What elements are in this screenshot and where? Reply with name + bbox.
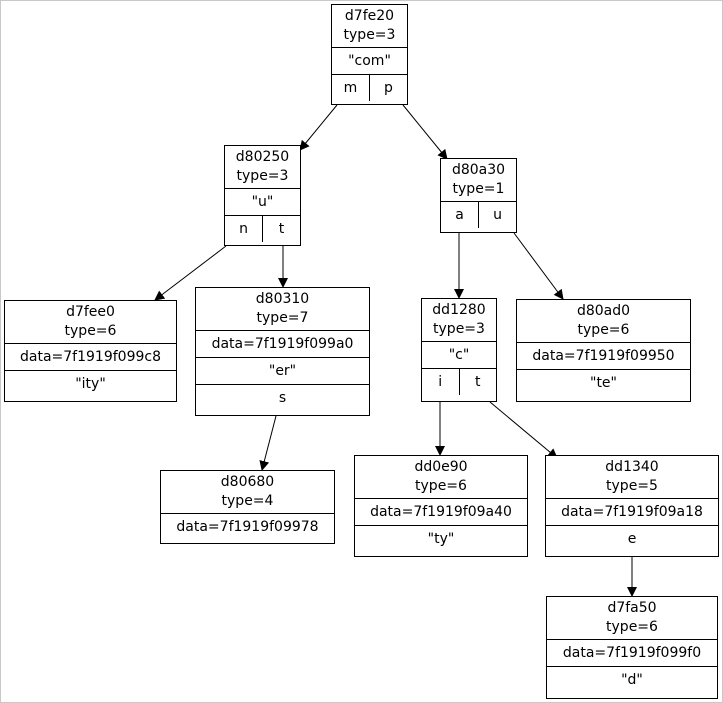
- node-data: data=7f1919f099a0: [196, 330, 369, 357]
- child-pointers: a u: [441, 201, 516, 228]
- node-id: d7fe20: [344, 8, 395, 24]
- node-key: "ty": [355, 525, 527, 552]
- child-pointers: n t: [225, 215, 300, 242]
- node-d7fe20: d7fe20 type=3 "com" m p: [331, 4, 408, 105]
- child-label: s: [196, 384, 369, 411]
- node-key: "d": [547, 666, 717, 693]
- child-label: t: [262, 216, 300, 242]
- node-id: dd1340: [605, 459, 659, 475]
- node-key: "ity": [5, 370, 176, 397]
- edge-root-to-d80250: [299, 104, 338, 151]
- node-id: d80680: [220, 474, 275, 490]
- node-d7fee0: d7fee0 type=6 data=7f1919f099c8 "ity": [4, 300, 177, 402]
- node-data: data=7f1919f09a18: [546, 498, 718, 525]
- node-type: type=4: [221, 493, 274, 509]
- node-d80ad0: d80ad0 type=6 data=7f1919f09950 "te": [516, 299, 691, 402]
- node-key: "er": [196, 357, 369, 384]
- node-type: type=3: [343, 27, 396, 43]
- child-label: i: [438, 374, 443, 390]
- node-id: d80310: [255, 291, 310, 307]
- node-data: data=7f1919f099f0: [547, 639, 717, 666]
- node-key: "u": [225, 188, 300, 215]
- child-label: u: [478, 202, 516, 228]
- node-dd0e90: dd0e90 type=6 data=7f1919f09a40 "ty": [354, 455, 528, 557]
- node-data: data=7f1919f099c8: [5, 343, 176, 370]
- child-label: n: [239, 221, 248, 237]
- child-label: t: [458, 369, 497, 395]
- node-type: type=1: [452, 181, 505, 197]
- child-pointers: m p: [332, 74, 407, 101]
- child-label: m: [343, 80, 358, 96]
- node-id: d80a30: [451, 162, 506, 178]
- node-id: d80ad0: [576, 303, 631, 319]
- node-type: type=6: [606, 619, 658, 635]
- node-type: type=5: [606, 478, 658, 494]
- node-data: data=7f1919f09978: [161, 513, 334, 540]
- node-type: type=6: [64, 323, 117, 339]
- node-data: data=7f1919f09a40: [355, 498, 527, 525]
- child-label: a: [455, 207, 464, 223]
- node-id: dd1280: [432, 302, 486, 318]
- child-label: e: [546, 525, 718, 552]
- edge-d80a30-to-d80ad0: [513, 232, 564, 300]
- node-key: "com": [332, 47, 407, 74]
- node-type: type=3: [433, 321, 485, 337]
- node-dd1280: dd1280 type=3 "c" i t: [421, 298, 497, 402]
- node-id: d80250: [235, 149, 290, 165]
- node-d80680: d80680 type=4 data=7f1919f09978: [160, 470, 335, 544]
- edge-root-to-d80a30: [402, 104, 448, 160]
- node-d80250: d80250 type=3 "u" n t: [224, 145, 301, 246]
- node-data: data=7f1919f09950: [517, 342, 690, 369]
- node-type: type=3: [236, 168, 289, 184]
- node-d80a30: d80a30 type=1 a u: [440, 158, 517, 233]
- node-key: "c": [422, 341, 496, 368]
- node-dd1340: dd1340 type=5 data=7f1919f09a18 e: [545, 455, 719, 557]
- edge-dd1280-to-dd1340: [489, 401, 558, 459]
- node-type: type=7: [256, 310, 309, 326]
- node-type: type=6: [415, 478, 467, 494]
- edge-d80310-to-d80680: [259, 415, 277, 471]
- child-pointers: i t: [422, 368, 496, 395]
- edge-d80250-to-d7fee0: [154, 245, 227, 301]
- node-id: d7fee0: [66, 304, 115, 320]
- node-id: d7fa50: [607, 600, 657, 616]
- child-label: p: [369, 75, 407, 101]
- node-type: type=6: [577, 322, 630, 338]
- node-d7fa50: d7fa50 type=6 data=7f1919f099f0 "d": [546, 596, 718, 699]
- node-d80310: d80310 type=7 data=7f1919f099a0 "er" s: [195, 287, 370, 416]
- node-key: "te": [517, 369, 690, 396]
- node-id: dd0e90: [414, 459, 468, 475]
